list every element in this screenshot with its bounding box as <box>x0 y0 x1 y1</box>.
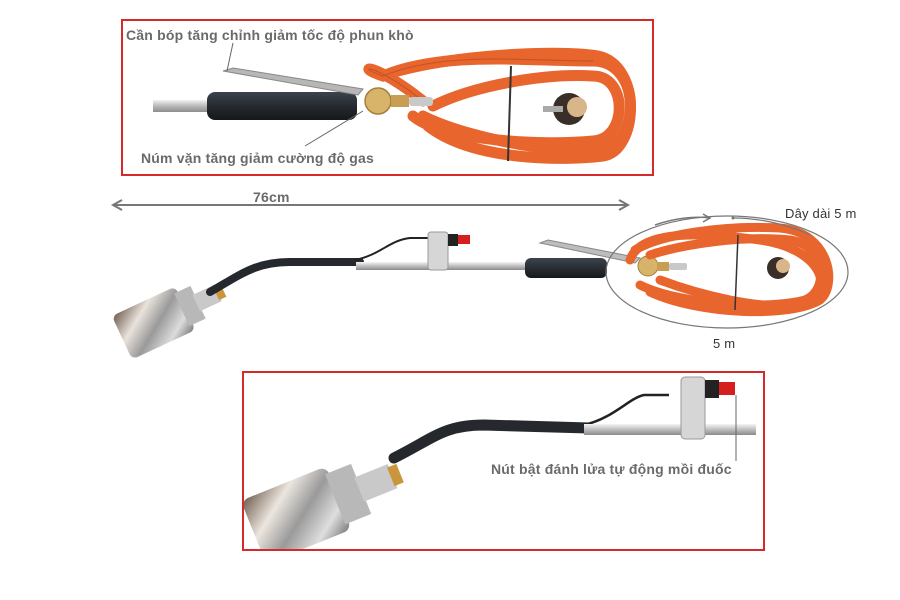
igniter-label: Nút bật đánh lửa tự động mồi đuốc <box>491 461 732 477</box>
hose-measure-label: 5 m <box>713 336 736 351</box>
trigger-lever-label: Cần bóp tăng chỉnh giảm tốc độ phun khò <box>126 27 414 43</box>
igniter-closeup-photo <box>244 376 756 549</box>
igniter-button-icon <box>719 382 735 395</box>
igniter-button-icon <box>458 235 470 244</box>
bottom-detail-panel: Nút bật đánh lửa tự động mồi đuốc <box>242 371 765 551</box>
main-torch-illustration <box>110 199 849 358</box>
hose-length-label: Dây dài 5 m <box>785 206 857 221</box>
top-detail-panel: Cần bóp tăng chỉnh giảm tốc độ phun khò … <box>121 19 654 176</box>
hose-length-ellipse <box>605 215 849 329</box>
gas-knob-label: Núm vặn tăng giảm cường độ gas <box>141 150 375 166</box>
length-dimension-arrow <box>110 199 631 211</box>
trigger-and-hose-photo <box>153 42 636 164</box>
length-76cm-label: 76cm <box>253 189 290 205</box>
